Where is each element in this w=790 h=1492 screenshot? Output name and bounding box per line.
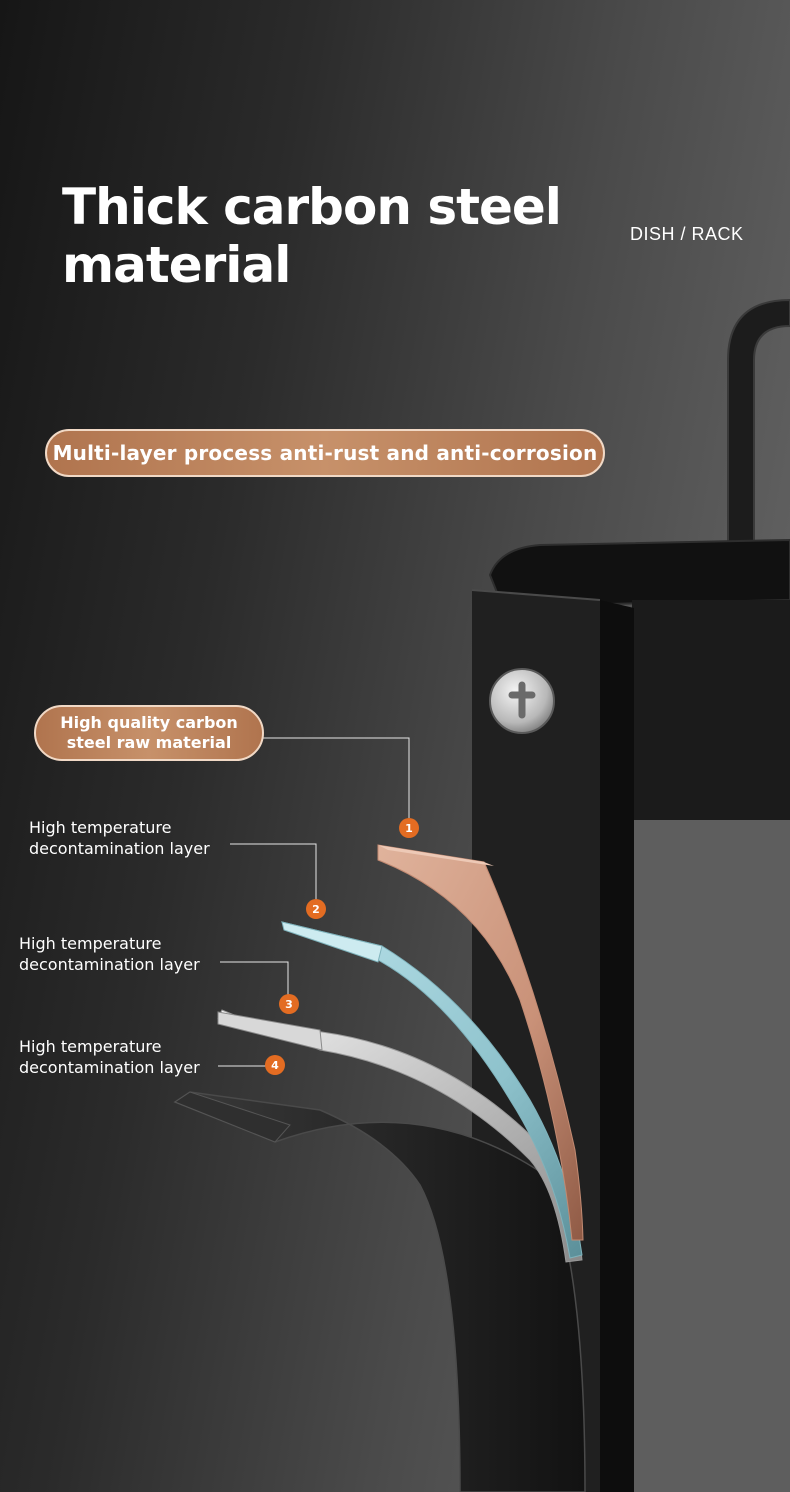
layer-4-marker: 4 xyxy=(265,1055,285,1075)
layer-2-label: High temperature decontamination layer xyxy=(29,818,210,858)
layer-3-number: 3 xyxy=(285,998,293,1011)
brand-label: DISH / RACK xyxy=(630,224,744,244)
layer-1-strip xyxy=(377,844,584,1241)
page-title: Thick carbon steel material xyxy=(62,178,562,294)
feature-banner: Multi-layer process anti-rust and anti-c… xyxy=(45,429,605,477)
layer-1-number: 1 xyxy=(405,822,413,835)
layer-3-label: High temperature decontamination layer xyxy=(19,934,200,974)
layer-2-strip xyxy=(281,921,583,1259)
layer-2-marker: 2 xyxy=(306,899,326,919)
layer-4-number: 4 xyxy=(271,1059,279,1072)
layer-1-label: High quality carbon steel raw material xyxy=(34,705,264,761)
layer-3-marker: 3 xyxy=(279,994,299,1014)
layer-4-label: High temperature decontamination layer xyxy=(19,1037,200,1077)
layer-3-strip xyxy=(217,1009,583,1263)
leader-lines xyxy=(218,737,410,1067)
layer-2-number: 2 xyxy=(312,903,320,916)
layer-1-marker: 1 xyxy=(399,818,419,838)
layer-4-strip xyxy=(173,1091,586,1492)
